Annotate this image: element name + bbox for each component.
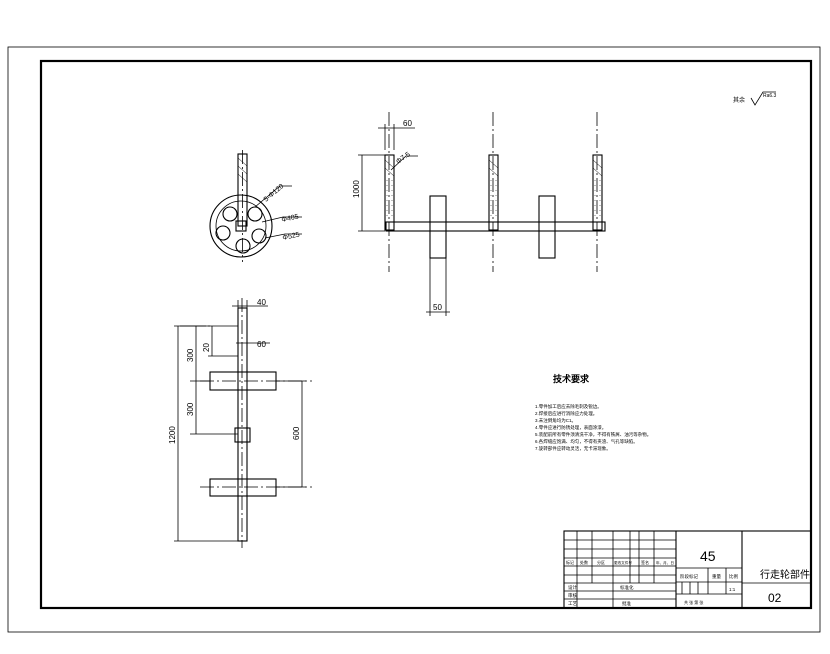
- revision-header: 分区: [597, 559, 605, 565]
- tech-requirement-item: 6.各焊缝应饱满、均匀，不得有夹渣、气孔等缺陷。: [535, 438, 638, 445]
- axle-assembly-view: 60 Φ7.5 1000 50: [352, 112, 606, 316]
- revision-header: 年、月、日: [656, 560, 674, 565]
- revision-header: 更改文件号: [614, 560, 632, 565]
- center-label: 阶段标记: [680, 573, 698, 580]
- height-dim: 1000: [352, 180, 361, 198]
- revision-header: 签名: [641, 559, 649, 565]
- part-name: 行走轮部件: [760, 568, 810, 581]
- wheel-hole: [222, 206, 238, 222]
- revision-header: 标记: [566, 559, 574, 565]
- shaft-collar: [234, 427, 251, 443]
- tech-requirement-item: 1.零件加工后应去除毛刺及锐边。: [535, 403, 602, 410]
- drawing-number: 02: [768, 591, 782, 605]
- holes-label: 5-Φ120: [263, 183, 286, 204]
- inner-width-dim: 60: [257, 340, 266, 349]
- middle-dim: 300: [186, 402, 195, 416]
- nozzle-pipe-right: [592, 154, 603, 231]
- step-dim: 20: [202, 343, 211, 352]
- middle-label: 批准: [622, 600, 631, 607]
- inner-diameter-label: Φ405: [281, 213, 299, 223]
- outer-diameter-label: Φ525: [282, 231, 300, 241]
- shaft-body: [237, 307, 248, 542]
- row-label: 工艺: [568, 601, 577, 606]
- nozzle-pipe-middle: [488, 154, 499, 231]
- nozzle-pipe-left: [384, 154, 395, 231]
- center-label: 重量: [712, 573, 721, 580]
- tech-requirement-item: 3.未注倒角均为C1。: [535, 417, 576, 424]
- title-block: 标记 处数 分区 更改文件号 签名 年、月、日 设计 审核 工艺 标准化 批准 …: [563, 530, 812, 609]
- axle-bar: [385, 221, 606, 232]
- wheel-hole: [247, 206, 263, 222]
- row-label: 审核: [568, 592, 577, 599]
- wheel-hole: [251, 228, 267, 244]
- outer-sheet-border: [7, 46, 821, 633]
- tech-requirement-item: 2.焊接后应进行消除应力处理。: [535, 410, 597, 417]
- spacing-dim: 600: [292, 426, 301, 440]
- tech-requirements-title: 技术要求: [553, 373, 590, 384]
- flange-width-dim: 50: [433, 303, 442, 312]
- surface-finish-symbol: 其余 Ra6.3: [733, 91, 777, 106]
- revision-header: 处数: [580, 559, 588, 565]
- upper-dim: 300: [186, 348, 195, 362]
- technical-requirements: 技术要求 1.零件加工后应去除毛刺及锐边。 2.焊接后应进行消除应力处理。 3.…: [535, 373, 651, 452]
- row-label: 设计: [568, 584, 577, 591]
- surface-finish-prefix: 其余: [733, 96, 745, 104]
- wheel-top-view: 5-Φ120 Φ405 Φ525: [209, 150, 302, 262]
- top-width-dim: 40: [257, 298, 266, 307]
- axle-wheel-right: [538, 195, 556, 259]
- front-wheel-lower: [209, 478, 277, 497]
- wheel-hole: [215, 225, 231, 241]
- scale-value: 1:1: [729, 587, 736, 592]
- nozzle-diameter-dim: Φ7.5: [395, 151, 412, 166]
- wheel-rim-circle: [215, 200, 267, 252]
- pipe-width-dim: 60: [403, 119, 412, 128]
- axle-wheel-left: [429, 195, 447, 259]
- inner-drawing-frame: [39, 59, 813, 610]
- tech-requirement-item: 7.旋转部件应转动灵活，无卡滞现象。: [535, 445, 611, 452]
- sheet-info: 共 张 第 张: [684, 599, 703, 605]
- wheel-hole: [235, 238, 251, 254]
- material-value: 45: [700, 548, 716, 564]
- middle-label: 标准化: [620, 584, 634, 591]
- wheel-outer-circle: [209, 194, 273, 258]
- tech-requirement-item: 4.零件应进行防锈处理，表面涂漆。: [535, 424, 606, 431]
- tech-requirement-item: 5.装配前所有零件须清洗干净，不得有铁屑、油污等杂物。: [535, 431, 651, 438]
- center-label: 比例: [729, 573, 738, 580]
- overall-dim: 1200: [168, 426, 177, 444]
- surface-finish-value: Ra6.3: [763, 93, 777, 99]
- shaft-front-view: 40 60 20 300 300 1200 600: [168, 298, 312, 548]
